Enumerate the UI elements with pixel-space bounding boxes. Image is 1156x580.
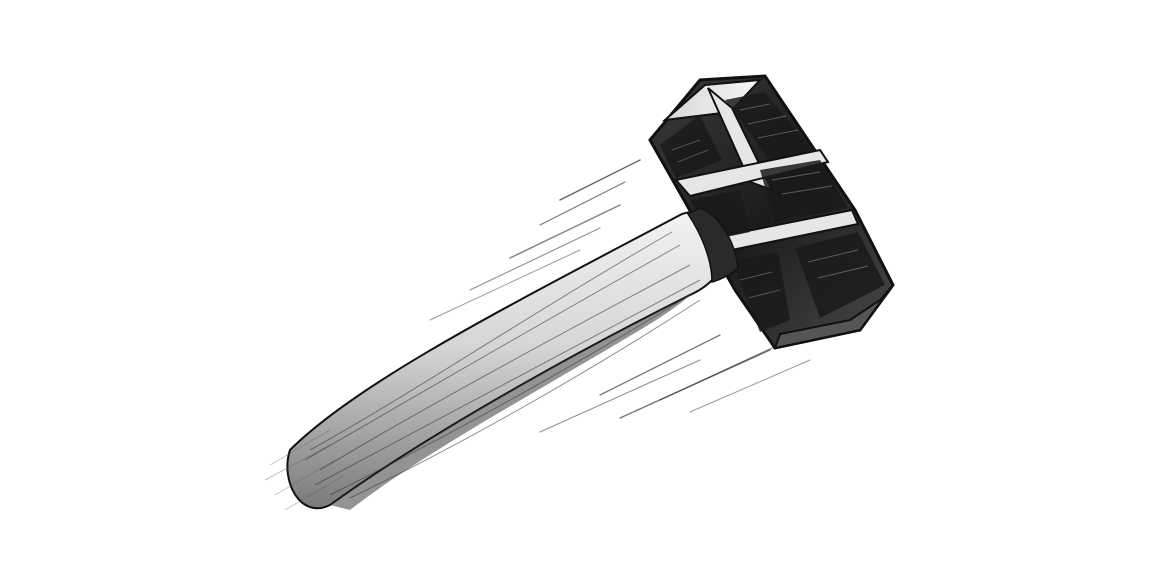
hammer-handle-icon bbox=[264, 211, 726, 511]
hammer-head-icon bbox=[648, 74, 895, 350]
